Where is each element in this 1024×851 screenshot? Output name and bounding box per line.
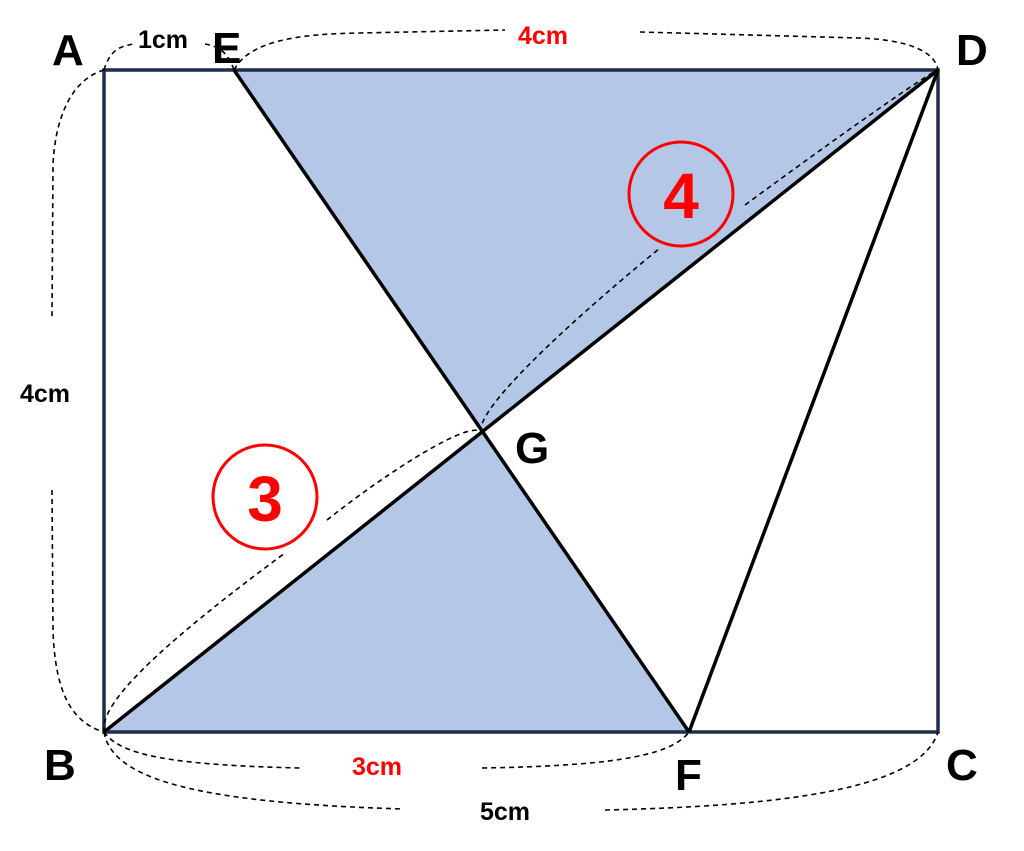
brace-ae-right xyxy=(204,43,235,71)
segment-bd xyxy=(102,68,940,734)
length-label-bf: 3cm xyxy=(352,753,402,781)
rectangle-abcd xyxy=(102,68,940,734)
brace-bg-top xyxy=(326,429,482,521)
brace-bg-bottom xyxy=(102,552,286,733)
brace-ab-top xyxy=(51,69,105,319)
point-label-d: D xyxy=(956,26,988,75)
brace-ae xyxy=(103,43,135,71)
length-label-bc: 5cm xyxy=(480,798,530,826)
brace-gd-bottom xyxy=(480,247,661,433)
point-label-f: F xyxy=(675,751,702,800)
segment-ef xyxy=(232,69,691,733)
point-label-c: C xyxy=(946,741,978,790)
brace-bf-left xyxy=(103,731,301,769)
brace-bc-right xyxy=(604,731,939,811)
brace-ed-left xyxy=(233,29,506,71)
brace-ed-right xyxy=(639,31,939,71)
shaded-triangle-bgf xyxy=(104,432,689,732)
ratio-circle-gd xyxy=(627,140,735,248)
brace-ab-bottom xyxy=(51,489,105,733)
ratio-circle-bg xyxy=(211,443,319,551)
point-label-g: G xyxy=(515,424,549,473)
point-label-e: E xyxy=(212,24,241,73)
length-label-ae: 1cm xyxy=(138,26,188,54)
segment-df xyxy=(687,69,940,733)
ratio-marker-gd: 4 xyxy=(627,140,735,248)
point-label-a: A xyxy=(52,26,84,75)
ratio-label-bg: 3 xyxy=(247,463,283,535)
ratio-label-gd: 4 xyxy=(663,160,699,232)
brace-bf-right xyxy=(481,731,690,769)
brace-bc-left xyxy=(103,731,405,810)
brace-gd-top xyxy=(744,69,939,206)
shaded-triangle-egd xyxy=(234,70,938,432)
length-label-ab: 4cm xyxy=(20,380,70,408)
point-label-b: B xyxy=(44,741,76,790)
length-label-ed: 4cm xyxy=(518,22,568,50)
ratio-marker-bg: 3 xyxy=(211,443,319,551)
